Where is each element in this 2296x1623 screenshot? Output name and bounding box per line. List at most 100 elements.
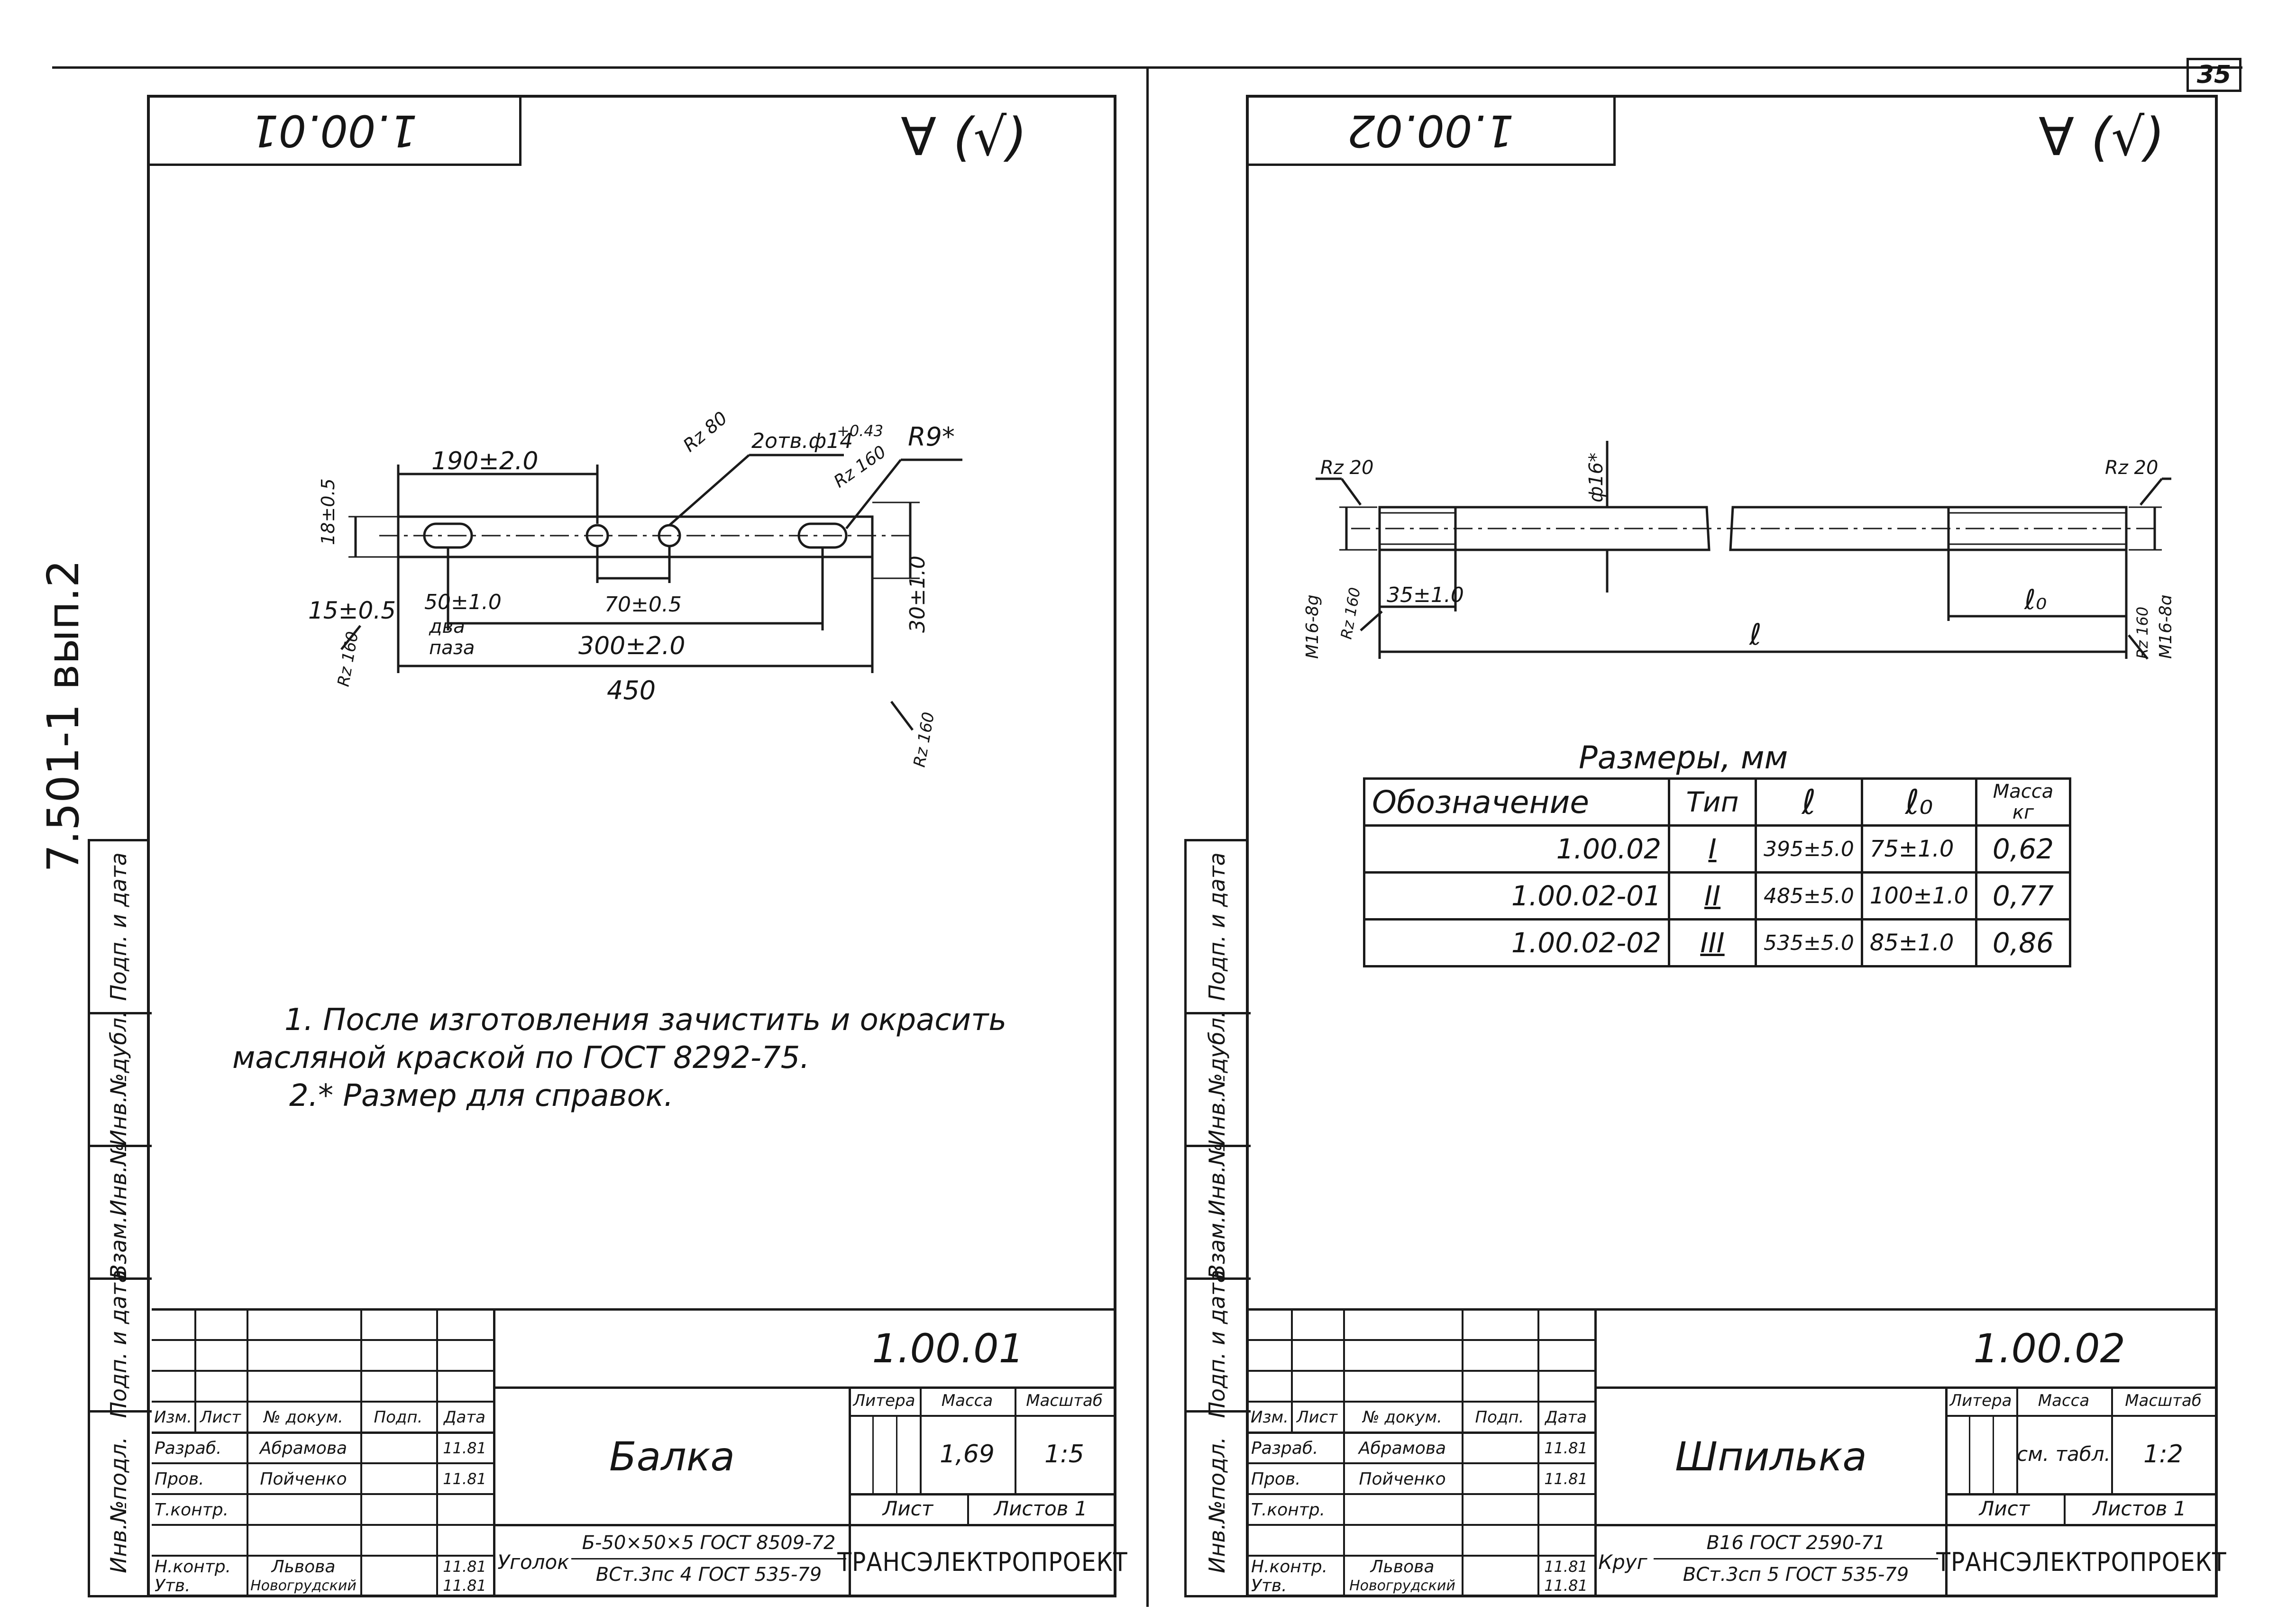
- th-l0: ℓ₀: [1860, 777, 1978, 827]
- side-strip-right: Подп. и дата Инв.№дубл. Взам.Инв.№ Подп.…: [1184, 839, 1251, 1597]
- left-scale-value: 1:5: [1044, 1440, 1084, 1468]
- left-roughness-symbol: ∀ (√): [901, 107, 1027, 167]
- right-stamp-name: Шпилька: [1675, 1433, 1867, 1480]
- rz160-right-label: Rz 160: [2133, 607, 2151, 659]
- right-title-block: Изм. Лист № докум. Подп. Дата Разраб. Пр…: [1248, 1308, 2227, 1597]
- left-stamp-name: Балка: [609, 1433, 735, 1480]
- r-role-2: Пров.: [1251, 1469, 1301, 1489]
- table-row: 1.00.02 I 395±5.0 75±1.0 0,62: [1363, 824, 2071, 874]
- dim-l0: ℓ₀: [2024, 584, 2047, 616]
- right-code-box-text: 1.00.02: [1347, 105, 1514, 156]
- col-sign: Подп.: [374, 1408, 423, 1427]
- left-litera-label: Литера: [853, 1391, 915, 1410]
- note-line-2: масляной краской по ГОСТ 8292-75.: [232, 1040, 810, 1076]
- r-date-2: 11.81: [1544, 1470, 1588, 1488]
- th-designation: Обозначение: [1363, 777, 1670, 827]
- left-stamp-code: 1.00.01: [872, 1325, 1024, 1372]
- date-5: 11.81: [443, 1558, 486, 1576]
- table-caption: Размеры, мм: [1579, 739, 1788, 776]
- left-beam-drawing: 190±2.0 18±0.5 Rz 80 2отв.ф14 +0.43 Rz 1…: [308, 408, 962, 768]
- cell-l0: 75±1.0: [1860, 824, 1978, 874]
- r-col-date: Дата: [1545, 1408, 1587, 1427]
- strip-label-4: Инв.№дубл.: [106, 1011, 131, 1146]
- table-row: 1.00.02-02 III 535±5.0 85±1.0 0,86: [1363, 918, 2071, 967]
- left-material-label: Уголок: [497, 1550, 569, 1574]
- right-material-line1: В16 ГОСТ 2590-71: [1706, 1532, 1885, 1554]
- center-fold-line: [1146, 66, 1149, 1607]
- dim-70: 70±0.5: [604, 593, 682, 617]
- role-3: Т.контр.: [155, 1500, 229, 1520]
- table-row: 1.00.02-01 II 485±5.0 100±1.0 0,77: [1363, 871, 2071, 921]
- holes-label: 2отв.ф14: [751, 429, 853, 453]
- dim-l: ℓ: [1749, 617, 1762, 652]
- right-litera-label: Литера: [1949, 1391, 2012, 1410]
- left-code-box: 1.00.01: [147, 95, 521, 166]
- dim-18: 18±0.5: [318, 478, 338, 545]
- r-col-izm: Изм.: [1251, 1408, 1289, 1427]
- strip-label-3: Взам.Инв.№: [106, 1143, 131, 1279]
- rz80-label: Rz 80: [679, 408, 732, 456]
- right-scale-label: Масштаб: [2125, 1391, 2202, 1410]
- right-stud-drawing: Rz 20 ф16* Rz 20 M16-8g Rz 160 35±1.0 ℓ₀…: [1303, 441, 2171, 660]
- right-mass-label: Масса: [2038, 1391, 2090, 1410]
- r-name-6: Новогрудский: [1349, 1577, 1455, 1594]
- r-col-sign: Подп.: [1475, 1408, 1524, 1427]
- left-sheet-label: Лист: [882, 1497, 933, 1520]
- note-line-3: 2.* Размер для справок.: [289, 1078, 674, 1113]
- cell-l: 485±5.0: [1755, 871, 1863, 921]
- role-6: Утв.: [155, 1576, 191, 1596]
- r-col-doc: № докум.: [1363, 1408, 1442, 1427]
- r-role-1: Разраб.: [1251, 1438, 1318, 1458]
- rz160-label-c: Rz 160: [910, 711, 938, 768]
- cell-mass: 0,86: [1975, 918, 2071, 967]
- name-5: Львова: [271, 1557, 336, 1577]
- dim-450: 450: [607, 675, 656, 705]
- th-l: ℓ: [1755, 777, 1863, 827]
- sheet-number-box: 35: [2186, 58, 2241, 92]
- r-col-list: Лист: [1296, 1408, 1338, 1427]
- right-sheet-label: Лист: [1979, 1497, 2030, 1520]
- r-date-6: 11.81: [1544, 1577, 1588, 1595]
- right-sheet-frame: [1246, 95, 2218, 1597]
- rz20-right: Rz 20: [2105, 457, 2158, 479]
- name-2: Пойченко: [260, 1469, 347, 1489]
- cell-designation: 1.00.02-02: [1363, 918, 1670, 967]
- cell-designation: 1.00.02: [1363, 824, 1670, 874]
- dim-50: 50±1.0: [424, 590, 502, 614]
- strip-right-label-3: Взам.Инв.№: [1204, 1143, 1230, 1279]
- r-date-5: 11.81: [1544, 1558, 1588, 1576]
- right-sheets-label: Листов 1: [2093, 1497, 2186, 1520]
- col-doc: № докум.: [264, 1408, 343, 1427]
- role-2: Пров.: [155, 1469, 204, 1489]
- dim-30: 30±1.0: [906, 556, 930, 633]
- left-sheets-label: Листов 1: [994, 1497, 1088, 1520]
- cell-type: III: [1668, 918, 1757, 967]
- r-role-6: Утв.: [1251, 1576, 1287, 1596]
- cell-l0: 85±1.0: [1860, 918, 1978, 967]
- left-title-block: Изм. Лист № докум. Подп. Дата Разраб. Пр…: [152, 1308, 1127, 1597]
- holes-tol: +0.43: [837, 422, 883, 440]
- strip-right-label-1: Инв.№подл.: [1204, 1436, 1230, 1574]
- rz160-label-b: Rz 160: [334, 630, 362, 688]
- cell-l: 395±5.0: [1755, 824, 1863, 874]
- dim-190: 190±2.0: [431, 447, 539, 475]
- strip-label-1: Инв.№подл.: [106, 1436, 131, 1574]
- col-izm: Изм.: [154, 1408, 192, 1427]
- date-1: 11.81: [443, 1439, 486, 1457]
- side-strip: Подп. и дата Инв.№дубл. Взам.Инв.№ Подп.…: [88, 839, 152, 1597]
- cell-designation: 1.00.02-01: [1363, 871, 1670, 921]
- right-roughness-symbol: ∀ (√): [2039, 107, 2165, 167]
- right-org-name: ТРАНСЭЛЕКТРОПРОЕКТ: [1936, 1547, 2227, 1577]
- left-mass-value: 1,69: [940, 1440, 995, 1468]
- strip-right-label-5: Подп. и дата: [1204, 852, 1230, 1001]
- two-slots-2: паза: [429, 637, 475, 659]
- thread-right-label: M16-8g: [2156, 594, 2171, 659]
- rz20-left: Rz 20: [1320, 457, 1373, 479]
- dim-300: 300±2.0: [578, 632, 686, 660]
- thread-left-label: M16-8g: [1303, 594, 1322, 659]
- r-date-1: 11.81: [1544, 1439, 1588, 1457]
- series-label-text: 7.501-1 вып.2: [38, 559, 89, 872]
- two-slots-1: два: [429, 616, 465, 638]
- strip-right-label-2: Подп. и дата: [1204, 1269, 1230, 1418]
- right-code-box: 1.00.02: [1246, 95, 1616, 166]
